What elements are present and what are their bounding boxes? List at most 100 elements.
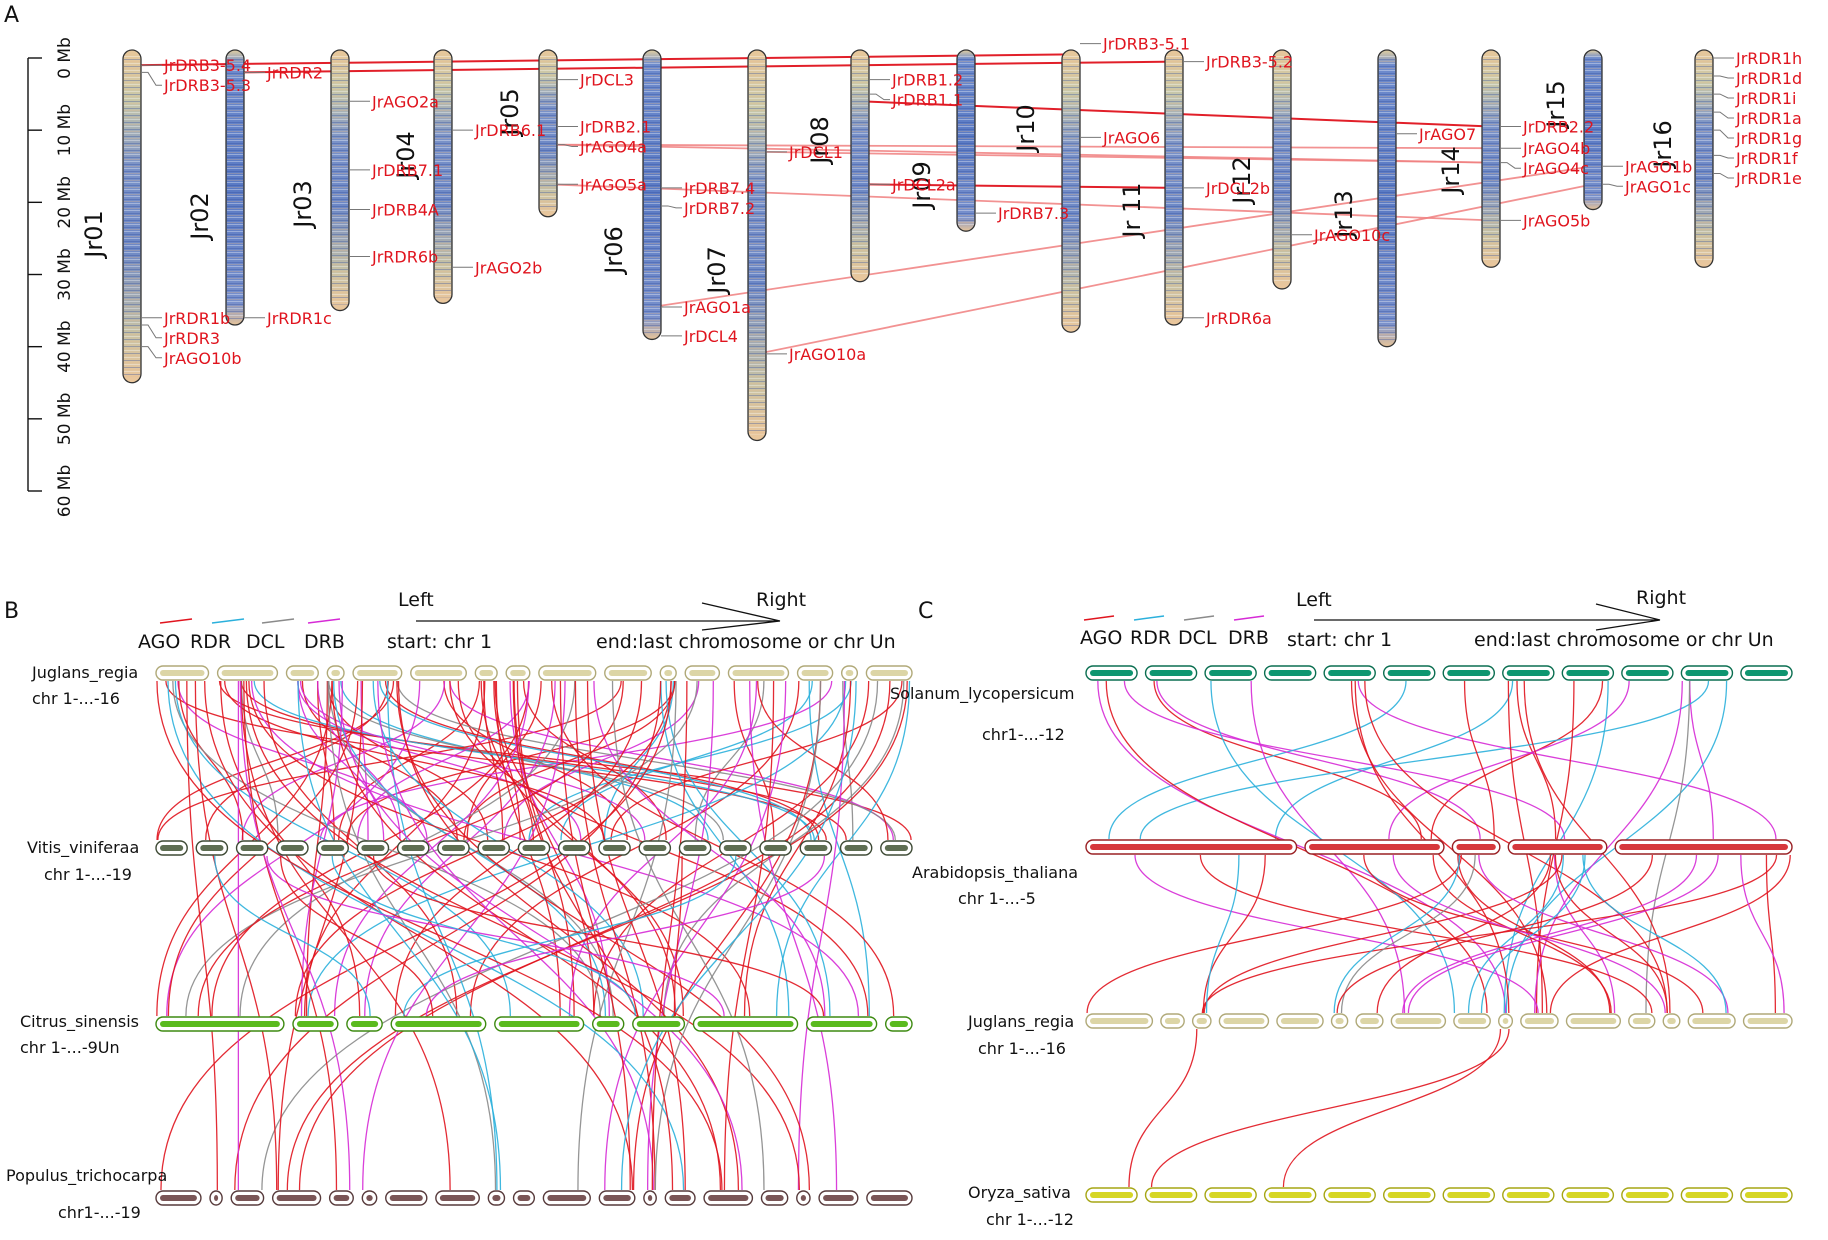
legend-b-drb: DRB	[304, 631, 345, 653]
chromosome-jr06: Jr06	[600, 49, 662, 341]
synteny-link	[357, 680, 530, 841]
chromosome-segment-fill	[697, 1021, 794, 1027]
chromosome-segment-fill	[1692, 1018, 1732, 1024]
species-tracks-c	[1085, 665, 1793, 1203]
gene-label: JrAGO2a	[371, 92, 439, 111]
synteny-link	[1480, 854, 1586, 1014]
chromosome-segment-fill	[1447, 670, 1491, 676]
species-labels-b: Juglans_regia chr 1-...-16 Vitis_vinifer…	[6, 663, 167, 1222]
gene-label: JrDCL2a	[891, 175, 956, 194]
species-b-juglans-sub: chr 1-...-16	[32, 689, 120, 708]
synteny-link	[299, 680, 646, 841]
synteny-link	[457, 680, 534, 841]
panel-c-synteny: AGO RDR DCL DRB Left Right start: chr 1 …	[890, 587, 1793, 1229]
synteny-link	[528, 680, 852, 841]
panel-label-a: A	[4, 3, 19, 28]
legend-c-ago-line	[1083, 615, 1115, 621]
chromosome-segment-fill	[1164, 1018, 1181, 1024]
synteny-link	[1199, 854, 1653, 1014]
synteny-link	[156, 680, 395, 841]
species-c-arabidopsis: Arabidopsis_thaliana	[912, 863, 1078, 883]
synteny-link	[297, 680, 385, 841]
synteny-link	[1533, 680, 1683, 1014]
chromosome-segment-fill	[844, 845, 868, 851]
synteny-link	[1402, 854, 1698, 1014]
chromosome-segment-fill	[414, 670, 463, 676]
legend-c-start: start: chr 1	[1287, 629, 1392, 651]
synteny-link	[253, 680, 815, 841]
species-b-populus: Populus_trichocarpa	[6, 1166, 167, 1186]
chromosome-segment-fill	[357, 670, 398, 676]
synteny-link	[331, 855, 636, 1017]
synteny-link	[1150, 1028, 1510, 1188]
duplication-link	[859, 183, 1175, 189]
synteny-link	[1430, 680, 1604, 840]
gene-leader-line	[1713, 75, 1734, 79]
synteny-link	[560, 680, 813, 841]
gene-label: JrRDR1e	[1735, 169, 1802, 188]
synteny-link	[1153, 680, 1422, 840]
axis-tick-label: 10 Mb	[55, 104, 75, 157]
synteny-link	[1086, 854, 1462, 1014]
chromosome-label: Jr05	[496, 88, 524, 137]
chromosome-segment-fill	[732, 670, 785, 676]
chromosome-segment-fill	[1457, 1018, 1487, 1024]
chromosome-segment-fill	[689, 670, 716, 676]
chromosome-segment-fill	[647, 1195, 653, 1201]
chromosome-segment-fill	[389, 1195, 423, 1201]
species-labels-c: Solanum_lycopersicum chr1-...-12 Arabido…	[890, 684, 1078, 1229]
synteny-link	[1554, 854, 1668, 1014]
species-c-juglans-sub: chr 1-...-16	[978, 1039, 1066, 1058]
synteny-link	[483, 680, 504, 841]
chromosome-jr01: Jr01	[80, 49, 142, 384]
chromosome-segment-fill	[280, 845, 304, 851]
chromosome-label: Jr13	[1330, 190, 1358, 239]
synteny-link	[1689, 680, 1714, 840]
gene-leader-line	[141, 346, 162, 359]
chromosome-segment-fill	[845, 670, 854, 676]
synteny-link	[1740, 854, 1785, 1014]
synteny-link	[1202, 854, 1266, 1014]
chromosome-jr16: Jr16	[1649, 49, 1714, 268]
gene-label: JrDCL3	[579, 71, 634, 90]
chromosome-segment-fill	[1149, 1192, 1193, 1198]
gene-leader-line	[1500, 162, 1521, 169]
legend-c-left: Left	[1296, 589, 1332, 611]
chromosome-segment-fill	[492, 1195, 501, 1201]
synteny-link	[1357, 680, 1777, 840]
chromosome-segment-fill	[517, 1195, 531, 1201]
chromosome-segment-fill	[884, 845, 908, 851]
synteny-link	[1205, 854, 1240, 1014]
chromosome-label: Jr06	[600, 226, 628, 275]
chromosome-segment-fill	[441, 845, 466, 851]
chromosome-segment-fill	[723, 845, 747, 851]
legend-c: AGO RDR DCL DRB Left Right start: chr 1 …	[1080, 587, 1774, 651]
chromosome-segment-fill	[1149, 670, 1193, 676]
chromosome-segment-fill	[800, 1195, 807, 1201]
synteny-link	[1553, 854, 1616, 1014]
synteny-link	[266, 855, 725, 1017]
synteny-link	[503, 680, 700, 841]
chromosome-segment-fill	[1309, 844, 1440, 850]
gene-label: JrRDR1i	[1735, 89, 1796, 108]
chromosome-segment-fill	[1512, 844, 1603, 850]
species-c-arabidopsis-sub: chr 1-...-5	[958, 889, 1036, 908]
chromosome-segment-fill	[1387, 1192, 1431, 1198]
species-tracks-b	[155, 665, 913, 1206]
chromosome-segment-fill	[401, 845, 425, 851]
gene-leader-line	[557, 144, 578, 148]
chromosome-segment-fill	[669, 1195, 691, 1201]
legend-c-rdr-line	[1133, 615, 1165, 621]
synteny-link	[372, 855, 825, 1017]
synteny-link	[1392, 854, 1666, 1014]
synteny-link	[194, 680, 278, 1191]
chromosome-jr13: Jr13	[1330, 49, 1397, 348]
chromosome-label: Jr 11	[1118, 182, 1146, 239]
gene-leader-line	[1713, 172, 1734, 179]
synteny-link	[301, 680, 458, 841]
axis-tick-label: 40 Mb	[55, 320, 75, 373]
gene-label: JrDRB7.3	[997, 204, 1069, 223]
gene-leader-line	[869, 93, 890, 101]
chromosome-segment-fill	[221, 670, 274, 676]
